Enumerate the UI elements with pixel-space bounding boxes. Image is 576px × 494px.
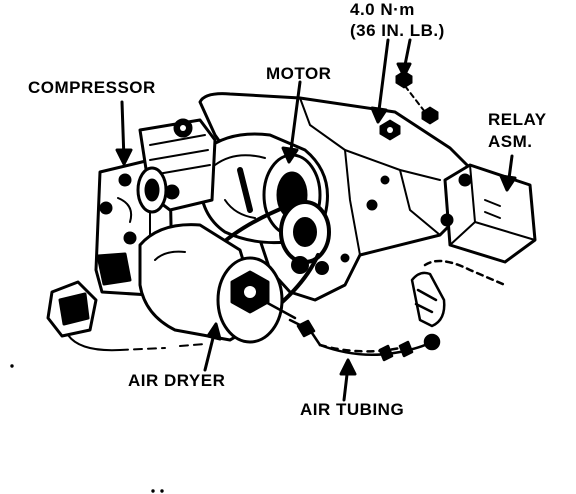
page-specks: [10, 364, 164, 493]
motor-label: MOTOR: [266, 64, 332, 83]
relay-label-line-1: RELAY: [488, 110, 547, 129]
torque-leader-1: [376, 38, 390, 120]
torque-spec-line-2: (36 IN. LB.): [350, 21, 445, 40]
relay-assembly: [440, 163, 537, 264]
leader-lines: [115, 38, 517, 402]
compressor-label: COMPRESSOR: [28, 78, 156, 97]
left-connector: [46, 280, 206, 352]
air-dryer-label: AIR DRYER: [128, 371, 226, 390]
relay-connector: [410, 259, 507, 328]
compressor-head: [136, 118, 217, 214]
torque-bolts: [379, 70, 439, 141]
air-dryer: [138, 223, 297, 344]
motor-leader: [288, 80, 302, 160]
relay-label-line-2: ASM.: [488, 132, 533, 151]
air-tubing: [288, 318, 441, 362]
torque-spec-line-1: 4.0 N·m: [350, 0, 415, 19]
air-tubing-label: AIR TUBING: [300, 400, 405, 419]
